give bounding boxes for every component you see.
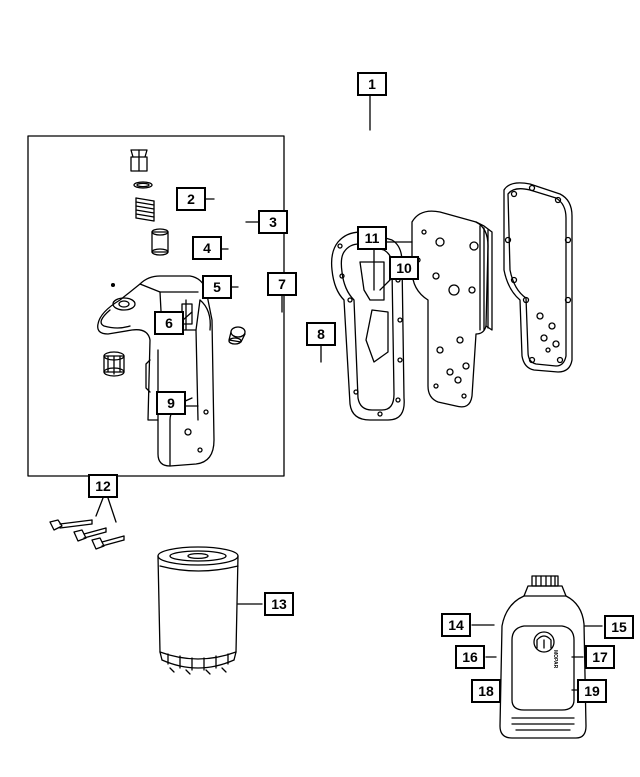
callout-18: 18: [471, 679, 501, 703]
callout-10: 10: [389, 256, 419, 280]
callout-19: 19: [577, 679, 607, 703]
callout-1: 1: [357, 72, 387, 96]
oil-filter-part: [157, 546, 239, 675]
cooler-gasket-part: [503, 182, 573, 373]
bottle-brand-text: MOPAR: [552, 650, 558, 669]
spring-part: [135, 197, 155, 222]
callout-11: 11: [357, 226, 387, 250]
bolts-part: [49, 519, 125, 550]
oil-filter-housing-part: [97, 275, 215, 467]
callout-3: 3: [258, 210, 288, 234]
valve-part: [151, 228, 169, 256]
callout-5: 5: [202, 275, 232, 299]
callout-12: 12: [88, 474, 118, 498]
sensor-part: [103, 351, 125, 377]
callout-4: 4: [192, 236, 222, 260]
callout-16: 16: [455, 645, 485, 669]
callout-14: 14: [441, 613, 471, 637]
fitting-part: [228, 326, 246, 345]
plug-part: [130, 149, 153, 189]
callout-9: 9: [156, 391, 186, 415]
callout-8: 8: [306, 322, 336, 346]
callout-17: 17: [585, 645, 615, 669]
callout-13: 13: [264, 592, 294, 616]
oil-cooler-part: [411, 210, 493, 408]
callout-6: 6: [154, 311, 184, 335]
callout-15: 15: [604, 615, 634, 639]
leader-lines: [95, 95, 603, 691]
oil-filter-housing-assembly-box: [27, 135, 285, 477]
callout-2: 2: [176, 187, 206, 211]
callout-7: 7: [267, 272, 297, 296]
oil-bottle-part: [499, 575, 587, 739]
